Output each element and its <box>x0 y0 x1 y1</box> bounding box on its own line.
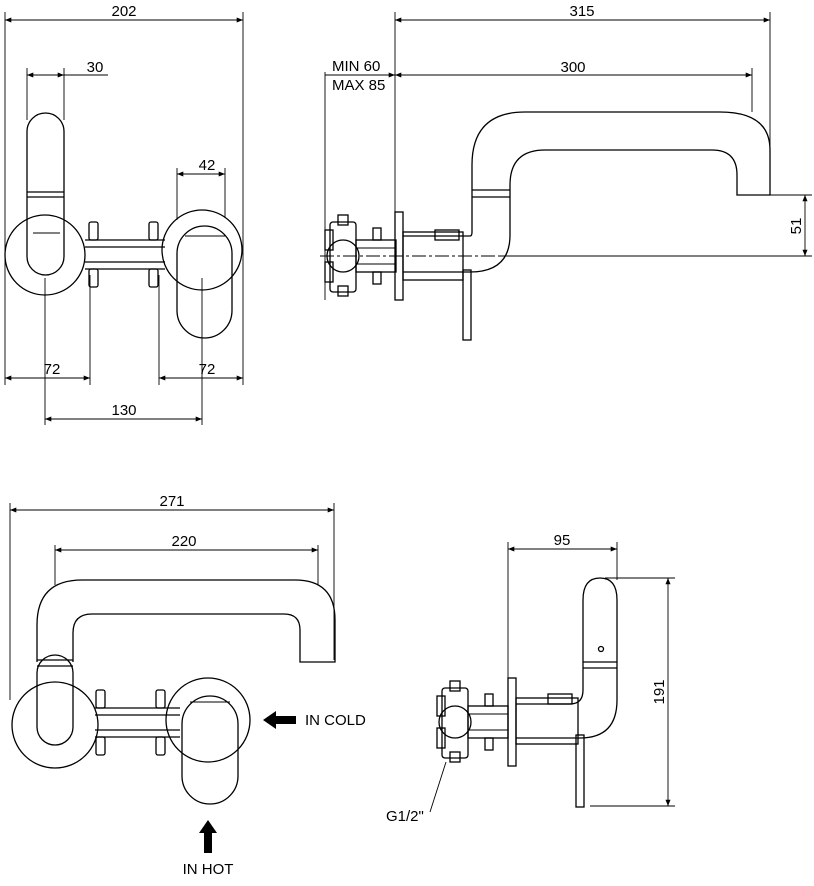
label-in-hot: IN HOT <box>183 861 234 878</box>
dim-front-overall-width: 202 <box>111 3 136 20</box>
side-view-bottom <box>429 542 675 813</box>
side-view-top <box>320 12 812 341</box>
dim-front-right-offset: 72 <box>199 361 216 378</box>
dim-side-spout-reach: 300 <box>560 59 585 76</box>
dim-front-spout-width: 30 <box>87 59 104 76</box>
dim-side-max-label: MAX 85 <box>332 77 385 94</box>
dim-front-left-offset: 72 <box>44 361 61 378</box>
dim-front-handle-width: 42 <box>199 157 216 174</box>
label-in-cold: IN COLD <box>305 712 366 729</box>
dim-front-bottom-overall-width: 271 <box>159 493 184 510</box>
in-hot-arrow-icon <box>199 820 217 853</box>
front-view-top <box>4 12 244 425</box>
dim-side-bottom-height: 191 <box>651 679 668 704</box>
dim-side-spout-height: 51 <box>788 218 805 235</box>
label-thread-size: G1/2" <box>386 808 424 825</box>
dim-front-bottom-spout-width: 220 <box>171 533 196 550</box>
front-view-bottom <box>9 503 336 853</box>
dim-front-center-distance: 130 <box>111 402 136 419</box>
dim-side-overall-length: 315 <box>569 3 594 20</box>
dim-side-bottom-depth: 95 <box>554 532 571 549</box>
dim-side-min-label: MIN 60 <box>332 58 380 75</box>
in-cold-arrow-icon <box>263 711 296 729</box>
